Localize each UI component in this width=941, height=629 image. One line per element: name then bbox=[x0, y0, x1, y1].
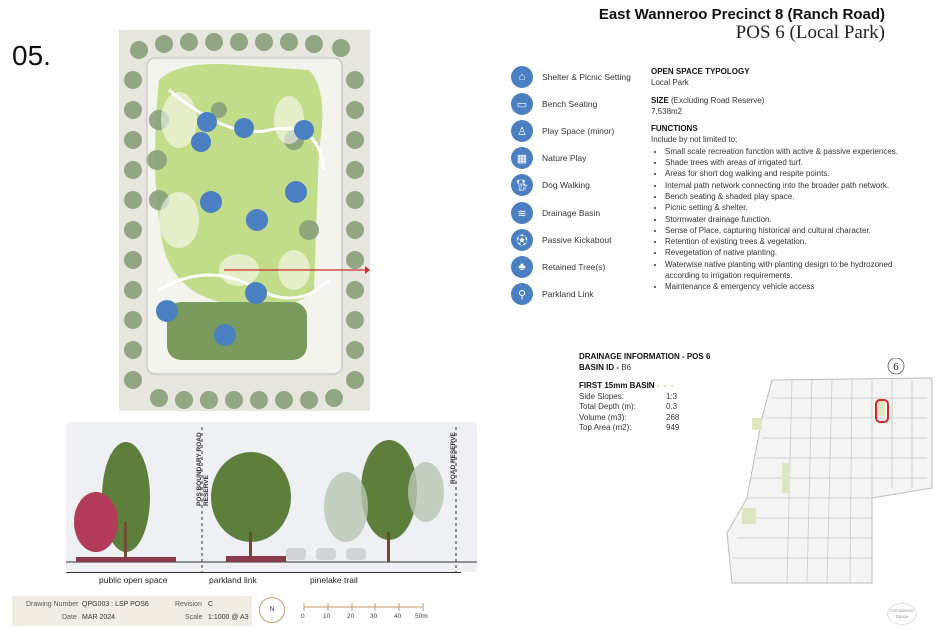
nature-play-icon: ▦ bbox=[511, 147, 533, 169]
typology-panel: OPEN SPACE TYPOLOGY Local Park SIZE (Exc… bbox=[651, 66, 926, 293]
typology-heading: OPEN SPACE TYPOLOGY bbox=[651, 67, 750, 76]
section-label: parkland link bbox=[209, 575, 257, 585]
drainage-row: Side Slopes:1:3 bbox=[579, 391, 678, 401]
list-item: Revegetation of native planting. bbox=[665, 247, 926, 258]
date: MAR 2024 bbox=[82, 614, 116, 621]
play-space-icon: ♙ bbox=[511, 120, 533, 142]
key-map: 6 bbox=[722, 357, 934, 586]
shelter-picnic-icon: ⌂ bbox=[511, 66, 533, 88]
functions-list: Small scale recreation function with act… bbox=[651, 146, 926, 293]
drainage-panel: DRAINAGE INFORMATION - POS 6 BASIN ID - … bbox=[579, 352, 710, 434]
legend-item-nature-play: ▦ Nature Play bbox=[511, 147, 586, 169]
bench-icon: ▭ bbox=[511, 93, 533, 115]
scale: 1:1000 @ A3 bbox=[208, 614, 249, 621]
list-item: Internal path network connecting into th… bbox=[665, 180, 926, 191]
plan-drawing bbox=[119, 30, 370, 411]
vertical-label-left: POS BOUNDARY ROAD RESERVE bbox=[196, 432, 210, 506]
scale-tick: 40 bbox=[394, 613, 402, 620]
list-item: Waterwise native planting with planting … bbox=[665, 259, 926, 282]
drainage-row: Volume (m3):268 bbox=[579, 412, 680, 422]
list-item: Bench seating & shaded play space. bbox=[665, 191, 926, 202]
tb-label: Revision bbox=[175, 601, 202, 608]
legend-item-tree: ♣ Retained Tree(s) bbox=[511, 256, 605, 278]
legend-item-dog: 🐕︎ Dog Walking bbox=[511, 174, 590, 196]
functions-intro: Include by not limited to; bbox=[651, 135, 738, 145]
kickabout-icon: ⚽︎ bbox=[511, 229, 533, 251]
legend-label: Play Space (minor) bbox=[542, 126, 615, 136]
legend-label: Drainage Basin bbox=[542, 208, 601, 218]
stamp-logo: Considered Space bbox=[887, 603, 917, 625]
legend-item-play: ♙ Play Space (minor) bbox=[511, 120, 614, 142]
list-item: Maintenance & emergency vehicle access bbox=[665, 281, 926, 292]
page-subtitle: POS 6 (Local Park) bbox=[735, 22, 885, 43]
functions-heading: FUNCTIONS bbox=[651, 124, 698, 134]
north-arrow-icon: N bbox=[259, 597, 285, 623]
legend-label: Nature Play bbox=[542, 153, 587, 163]
legend-item-bench: ▭ Bench Seating bbox=[511, 93, 597, 115]
scale-tick: 20 bbox=[347, 613, 355, 620]
section-drawing bbox=[66, 427, 477, 572]
page-title: East Wanneroo Precinct 8 (Ranch Road) bbox=[598, 6, 885, 23]
legend-label: Parkland Link bbox=[542, 289, 594, 299]
typology-value: Local Park bbox=[651, 78, 689, 88]
size-note: (Excluding Road Reserve) bbox=[671, 95, 765, 105]
list-item: Sense of Place, capturing historical and… bbox=[665, 225, 926, 236]
tb-label: Drawing Number bbox=[26, 601, 79, 608]
list-item: Picnic setting & shelter. bbox=[665, 202, 926, 213]
section-label: public open space bbox=[99, 575, 168, 585]
basin-id: B6 bbox=[621, 362, 632, 372]
scale-tick: 50m bbox=[415, 613, 428, 620]
list-item: Shade trees with areas of irrigated turf… bbox=[665, 157, 926, 168]
legend-label: Bench Seating bbox=[542, 99, 598, 109]
legend-label: Retained Tree(s) bbox=[542, 262, 606, 272]
legend-item-shelter: ⌂ Shelter & Picnic Setting bbox=[511, 66, 631, 88]
retained-tree-icon: ♣ bbox=[511, 256, 533, 278]
dog-walking-icon: 🐕︎ bbox=[511, 174, 533, 196]
tb-label: Scale bbox=[185, 614, 203, 621]
list-item: Areas for short dog walking and respite … bbox=[665, 168, 926, 179]
drainage-basin-icon: ≋ bbox=[511, 202, 533, 224]
drainage-heading: DRAINAGE INFORMATION - POS 6 bbox=[579, 352, 711, 361]
basin-id-label: BASIN ID - bbox=[579, 362, 619, 372]
first-basin-label: FIRST 15mm BASIN - - - bbox=[579, 381, 675, 390]
drawing-number: QPG003 : LSP POS6 bbox=[82, 601, 149, 608]
list-item: Retention of existing trees & vegetation… bbox=[665, 236, 926, 247]
scale-bar bbox=[303, 600, 425, 612]
vertical-label-right: ROAD RESERVE bbox=[450, 432, 457, 484]
size-value: 7,538m2 bbox=[651, 106, 683, 116]
revision: C bbox=[208, 601, 214, 608]
tb-label: Date bbox=[62, 614, 77, 621]
section-label: pinelake trail bbox=[310, 575, 358, 585]
scale-tick: 10 bbox=[323, 613, 331, 620]
drainage-row: Total Depth (m):0.3 bbox=[579, 402, 678, 411]
parkland-link-icon: ⚲ bbox=[511, 283, 533, 305]
scale-tick: 0 bbox=[301, 613, 305, 620]
legend-label: Shelter & Picnic Setting bbox=[542, 72, 631, 82]
legend-label: Passive Kickabout bbox=[542, 235, 612, 245]
cross-section: POS BOUNDARY ROAD RESERVE ROAD RESERVE bbox=[66, 422, 477, 572]
legend-item-drainage: ≋ Drainage Basin bbox=[511, 202, 600, 224]
size-heading: SIZE bbox=[651, 95, 669, 105]
list-item: Small scale recreation function with act… bbox=[665, 146, 926, 157]
section-baseline bbox=[66, 572, 461, 579]
legend-item-parkland: ⚲ Parkland Link bbox=[511, 283, 594, 305]
page-number: 05. bbox=[12, 40, 51, 71]
key-map-marker: 6 bbox=[893, 361, 899, 373]
list-item: Stormwater drainage function. bbox=[665, 214, 926, 225]
scale-tick: 30 bbox=[370, 613, 378, 620]
legend-label: Dog Walking bbox=[542, 180, 590, 190]
legend-item-kickabout: ⚽︎ Passive Kickabout bbox=[511, 229, 611, 251]
key-map-drawing: 6 bbox=[726, 357, 933, 584]
drainage-row: Top Area (m2):949 bbox=[579, 423, 680, 432]
landscape-plan bbox=[119, 30, 370, 411]
title-block: Drawing Number QPG003 : LSP POS6 Revisio… bbox=[12, 596, 252, 626]
